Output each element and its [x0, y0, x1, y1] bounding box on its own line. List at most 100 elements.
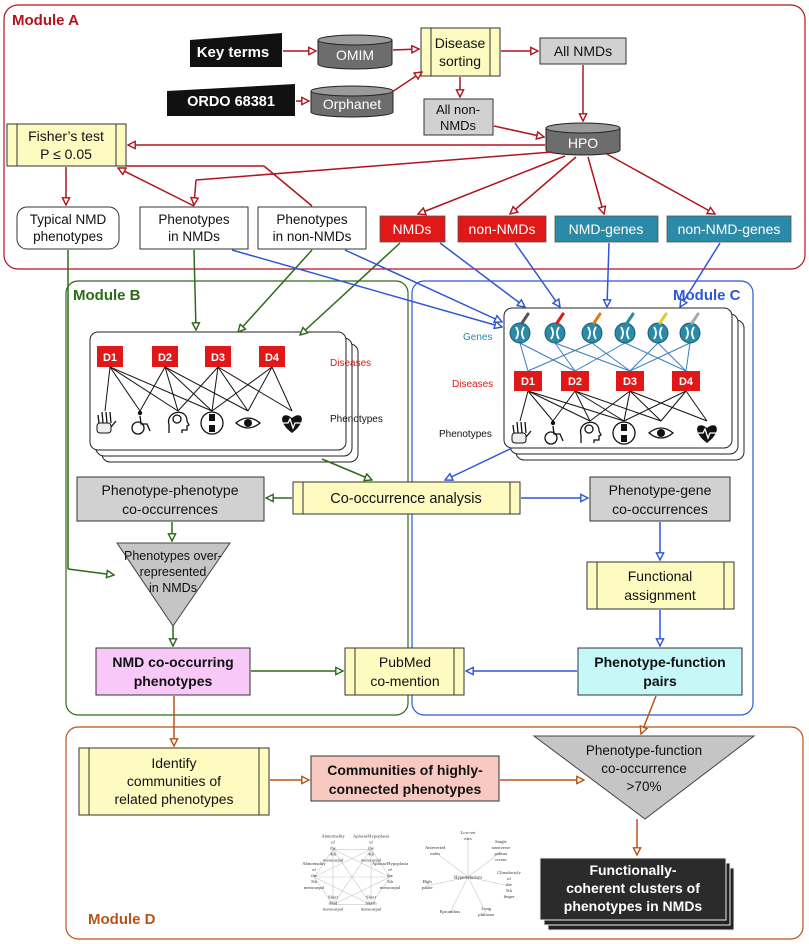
community-edge [467, 851, 502, 878]
non-nmds-box [457, 215, 547, 243]
c-disease-label: D1 [521, 376, 535, 388]
b-network-link [109, 366, 179, 412]
arrow-typical-over-2 [67, 568, 114, 575]
community-center-label: Hypertelorism [454, 876, 482, 881]
b-network-link [211, 366, 273, 412]
c-gene-link [574, 342, 626, 372]
phenotypes-in-non-nmds-line1: Phenotypes [276, 212, 348, 227]
identify-communities-box [78, 747, 270, 816]
heart-pulse-icon [282, 415, 302, 433]
c-disease-node [672, 371, 700, 391]
arrow-hpo-nmds [418, 155, 566, 214]
community-edge [332, 849, 391, 878]
phenotype-gene-box [589, 476, 731, 522]
community-edge [313, 849, 334, 878]
b-network-link [217, 366, 249, 412]
community-node-label: Epicanthus [440, 909, 461, 914]
knee-joint-icon [200, 411, 224, 435]
all-non-nmds-line2: NMDs [440, 118, 477, 133]
hand-xray-icon [511, 421, 532, 444]
arrow-hpo-non-nmds [510, 156, 577, 214]
over-line3: in NMDs [149, 581, 197, 595]
non-nmd-genes-text: non-NMD-genes [678, 221, 781, 237]
c-gene-link [657, 342, 687, 372]
b-disease-label: D1 [103, 352, 117, 364]
arrow-hpo-pheno-nmds-tip [194, 179, 196, 205]
c-network-link [552, 390, 576, 422]
community-edge [313, 876, 334, 905]
pfc-line1: Phenotype-function [586, 743, 702, 758]
community-edge [370, 876, 391, 905]
c-diseases-label: Diseases [452, 379, 493, 390]
functionally-coherent-stack [539, 857, 735, 931]
disease-sorting-line1: Disease [435, 35, 486, 51]
all-non-nmds-box [423, 98, 494, 136]
arrow-card-cooccurrence-c [445, 447, 513, 480]
c-gene-link [554, 342, 631, 372]
phenotype-function-pairs-box [577, 647, 743, 696]
c-network-link [589, 390, 631, 422]
b-disease-node [259, 346, 285, 367]
arrow-non-nmds-genes [514, 242, 560, 307]
community-edge [313, 876, 372, 905]
b-network-link [164, 366, 179, 412]
arrow-nmd-genes-genes [607, 242, 609, 307]
heart-pulse-icon [697, 425, 717, 443]
c-gene-link [519, 342, 576, 372]
hand-xray-icon [96, 411, 117, 434]
arrow-orphanet-sorting [391, 72, 422, 93]
pubmed-comention-box [344, 647, 465, 696]
community-edge [426, 876, 469, 887]
c-disease-node [561, 371, 589, 391]
b-network-link [164, 366, 213, 412]
c-gene-link [591, 342, 631, 372]
community-edge [370, 849, 391, 878]
arrow-non-nmd-genes-genes [680, 242, 721, 307]
eye-icon [234, 417, 262, 429]
brain-head-icon [167, 411, 190, 433]
c-network-link [574, 390, 662, 422]
nmd-genes-box [554, 215, 659, 243]
c-network-link [574, 390, 625, 422]
pg-line2: co-occurrences [612, 501, 708, 517]
module-a-label: Module A [12, 12, 79, 29]
arrow-pheno-nmds-fisher [118, 168, 195, 207]
identify-line3: related phenotypes [114, 791, 233, 807]
non-nmd-genes-box [666, 215, 792, 243]
chromosome-icon [647, 312, 669, 344]
communities-line2: connected phenotypes [329, 781, 482, 797]
pf-cooccurrence-triangle [532, 735, 756, 820]
all-non-nmds-line1: All non- [436, 102, 480, 117]
c-disease-label: D2 [568, 376, 582, 388]
eye-icon [647, 427, 675, 439]
c-genes-label: Genes [463, 332, 492, 343]
over-line1: Phenotypes over- [124, 549, 222, 563]
phenotypes-in-non-nmds-box [257, 206, 367, 250]
pubmed-line2: co-mention [370, 673, 439, 689]
community-edge [332, 849, 372, 905]
co-occurrence-analysis-text: Co-occurrence analysis [330, 491, 482, 507]
arrow-pheno-nmds-card [194, 249, 196, 330]
typical-nmd-line2: phenotypes [33, 229, 103, 244]
module-b-label: Module B [73, 287, 141, 304]
phenotypes-in-non-nmds-line2: in non-NMDs [273, 229, 352, 244]
all-nmds-text: All NMDs [554, 43, 612, 59]
b-network-link [109, 366, 141, 412]
c-disease-node [616, 371, 644, 391]
c-gene-link [629, 342, 659, 372]
b-disease-node [97, 346, 123, 367]
arrow-pheno-non-card [238, 249, 313, 332]
over-line2: represented [140, 565, 207, 579]
functional-line1: Functional [628, 568, 693, 584]
functional-assignment-box [586, 561, 735, 610]
c-network-link [527, 390, 625, 422]
typical-nmd-phenotypes-box [16, 206, 120, 250]
pubmed-line1: PubMed [379, 654, 431, 670]
c-network-link [623, 390, 631, 422]
typical-nmd-line1: Typical NMD [30, 212, 107, 227]
